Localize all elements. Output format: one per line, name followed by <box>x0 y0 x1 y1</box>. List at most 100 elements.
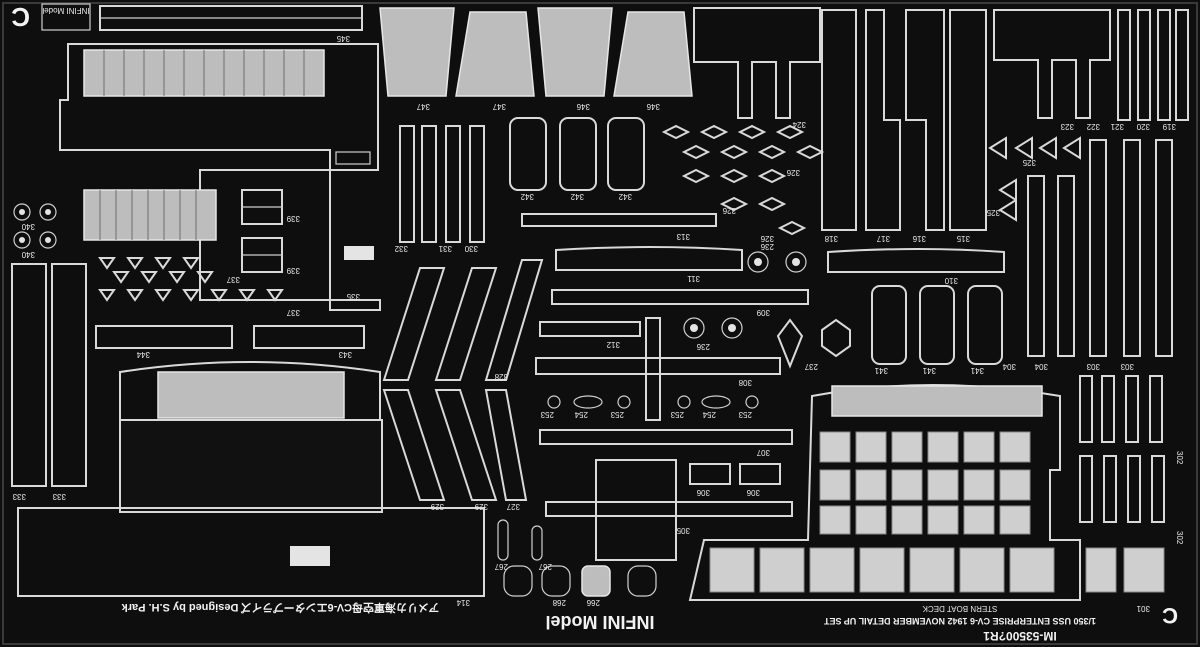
japanese-kit-title: アメリカ海軍空母CV-6エンタープライズ <box>241 601 440 615</box>
part-number-label: 253 <box>610 410 624 419</box>
part-number-label: 339 <box>286 214 300 223</box>
part-number-label: 317 <box>876 234 890 243</box>
part-number-label: 328 <box>494 372 508 381</box>
part-number-label: 305 <box>676 526 690 535</box>
part-number-label: 303 <box>1086 362 1100 371</box>
part-number-label: 267 <box>494 562 508 571</box>
part-number-label: 339 <box>286 266 300 275</box>
part-253-254: 253 254 253 253 254 253 <box>540 395 759 419</box>
designer-credit: Designed by S.H. Park <box>121 601 239 613</box>
stern-deck-label: STERN BOAT DECK <box>922 604 997 613</box>
part-number-label: 346 <box>576 102 590 111</box>
part-326-brackets <box>661 124 825 236</box>
part-number-label: 254 <box>574 410 588 419</box>
part-number-label: 329 <box>474 502 488 511</box>
part-number-label: 236 <box>760 242 774 251</box>
part-number-label: 321 <box>1110 122 1124 131</box>
part-315-318-frames <box>821 9 987 231</box>
part-number-label: 326 <box>722 206 736 215</box>
part-number-label: 342 <box>618 192 632 201</box>
part-number-label: 324 <box>792 120 806 129</box>
part-339-frames: 339 339 <box>241 189 300 275</box>
part-number-label: 302 <box>1175 531 1184 545</box>
part-number-label: 340 <box>21 250 35 259</box>
kit-title-block: C 1/350 USS ENTERPRISE CV-6 1942 NOVEMBE… <box>823 603 1177 643</box>
part-number-label: 267 <box>538 562 552 571</box>
part-number-label: 310 <box>944 276 958 285</box>
part-number-label: 337 <box>226 275 240 284</box>
fret-credits: Designed by S.H. Park アメリカ海軍空母CV-6エンタープラ… <box>121 601 655 632</box>
part-345: 345 <box>99 5 363 43</box>
part-number-label: 309 <box>756 308 770 317</box>
part-number-label: 343 <box>338 350 352 359</box>
part-344-343-rails: 344 343 <box>95 325 365 359</box>
part-337-brackets <box>98 257 284 302</box>
part-number-label: 335 <box>346 292 360 301</box>
part-number-label: 313 <box>676 232 690 241</box>
part-327-329-ladders <box>382 259 544 501</box>
part-number-label: 253 <box>670 410 684 419</box>
part-302-304-strips <box>1027 139 1173 523</box>
part-number-label: 342 <box>520 192 534 201</box>
part-number-label: 347 <box>416 102 430 111</box>
part-number-label: 342 <box>570 192 584 201</box>
part-number-label: 333 <box>52 492 66 501</box>
part-number-label: 326 <box>760 234 774 243</box>
part-number-label: 254 <box>702 410 716 419</box>
part-number-label: 347 <box>492 102 506 111</box>
kit-title: 1/350 USS ENTERPRISE CV-6 1942 NOVEMBER … <box>823 616 1096 626</box>
part-number-label: 341 <box>874 366 888 375</box>
part-333-ladders: 333 333 <box>11 263 87 501</box>
product-code: IM-53500?R1 <box>983 629 1057 643</box>
part-number-label: 253 <box>540 410 554 419</box>
part-number-label: 325 <box>986 208 1000 217</box>
part-340-wheels: 340 340 <box>13 203 57 259</box>
part-323-324-frames <box>693 7 1111 119</box>
part-number-label: 266 <box>586 598 600 607</box>
part-number-label: 268 <box>552 598 566 607</box>
part-341-stairs <box>871 285 1003 365</box>
part-number-label: 304 <box>1002 362 1016 371</box>
part-number-label: 306 <box>696 488 710 497</box>
part-236-wheels: 236 236 <box>683 242 807 351</box>
hangar-opening-frame <box>119 361 383 513</box>
fret-letter-mark: C <box>11 2 30 32</box>
part-342-stairs <box>509 117 645 191</box>
maker-name: INFINI Model <box>546 612 655 632</box>
stern-boat-deck: STERN BOAT DECK 301 <box>688 384 1165 613</box>
fret-letter-mark-bottom: C <box>1162 603 1178 628</box>
part-313: 313 <box>521 213 717 241</box>
part-number-label: 304 <box>1034 362 1048 371</box>
part-237 <box>776 318 851 369</box>
part-number-label: 340 <box>21 222 35 231</box>
part-number-label: 329 <box>430 502 444 511</box>
part-number-label: 341 <box>922 366 936 375</box>
part-266-268: 267 267 268 266 <box>494 519 657 607</box>
part-number-label: 308 <box>738 378 752 387</box>
part-number-label: 312 <box>606 340 620 349</box>
part-number-label: 331 <box>438 244 452 253</box>
part-number-label: 337 <box>286 308 300 317</box>
brand-logo-text: INFINI Model <box>42 6 89 15</box>
brand-block: C INFINI Model <box>11 2 91 32</box>
part-number-label: 346 <box>646 102 660 111</box>
part-number-label: 253 <box>738 410 752 419</box>
part-number-label: 303 <box>1120 362 1134 371</box>
part-number-label: 237 <box>804 362 818 371</box>
hangar-side-panel: 335 <box>59 43 381 311</box>
center-bars: 311 309 312 308 307 306 306 305 <box>535 246 809 561</box>
part-number-label: 326 <box>786 168 800 177</box>
part-number-label: 319 <box>1162 122 1176 131</box>
part-number-label: 301 <box>1136 604 1150 613</box>
part-310: 310 <box>827 248 1005 285</box>
part-314-deck: 314 <box>17 507 485 607</box>
part-325-gussets <box>988 136 1081 222</box>
part-347-346-panels: 347 347 346 346 <box>379 7 693 111</box>
part-number-label: 325 <box>1022 158 1036 167</box>
part-number-label: 306 <box>746 488 760 497</box>
part-number-label: 327 <box>506 502 520 511</box>
part-number-label: 330 <box>464 244 478 253</box>
part-number-label: 345 <box>336 34 350 43</box>
part-number-label: 307 <box>756 448 770 457</box>
